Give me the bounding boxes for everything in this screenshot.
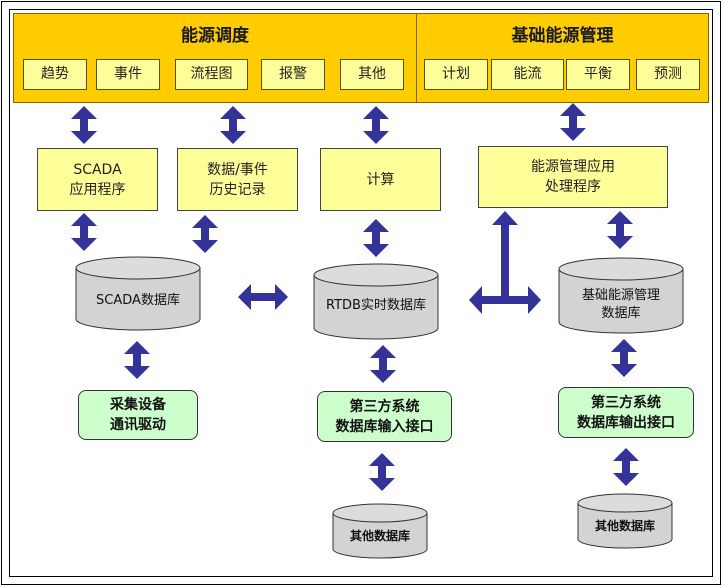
double-arrow-icon bbox=[611, 339, 637, 377]
history-box: 数据/事件 历史记录 bbox=[177, 148, 298, 211]
tab-energy-flow[interactable]: 能流 bbox=[491, 59, 564, 90]
basic-db-cylinder: 基础能源管理 数据库 bbox=[558, 257, 684, 335]
tab-event[interactable]: 事件 bbox=[96, 59, 160, 90]
cylinder-shape bbox=[332, 503, 428, 559]
cylinder-shape bbox=[558, 257, 684, 334]
double-arrow-icon bbox=[71, 213, 97, 251]
double-arrow-icon bbox=[607, 211, 633, 249]
cylinder-shape bbox=[313, 263, 439, 340]
tab-forecast[interactable]: 预测 bbox=[636, 59, 700, 90]
energy-dispatch-title: 能源调度 bbox=[181, 26, 249, 46]
output-interface-box: 第三方系统 数据库输出接口 bbox=[558, 387, 694, 438]
rtdb-label: RTDB实时数据库 bbox=[326, 298, 426, 313]
scada-app-box: SCADA 应用程序 bbox=[37, 148, 158, 211]
double-arrow-icon bbox=[192, 215, 218, 253]
double-arrow-icon bbox=[369, 453, 395, 491]
other-db-1-label: 其他数据库 bbox=[349, 529, 410, 543]
double-arrow-icon bbox=[363, 106, 389, 144]
basic-db-label: 基础能源管理 数据库 bbox=[581, 288, 660, 321]
double-arrow-icon bbox=[370, 345, 396, 383]
tab-plan[interactable]: 计划 bbox=[424, 59, 488, 90]
other-db-1-cylinder: 其他数据库 bbox=[332, 503, 428, 559]
tab-balance[interactable]: 平衡 bbox=[566, 59, 630, 90]
tab-trend[interactable]: 趋势 bbox=[23, 59, 87, 90]
double-arrow-icon bbox=[238, 284, 288, 310]
calc-box: 计算 bbox=[320, 148, 441, 211]
rtdb-cylinder: RTDB实时数据库 bbox=[313, 263, 439, 341]
cylinder-shape bbox=[75, 256, 201, 331]
double-arrow-icon bbox=[71, 106, 97, 144]
double-arrow-icon bbox=[220, 106, 246, 144]
other-db-2-label: 其他数据库 bbox=[594, 519, 655, 533]
scada-db-label: SCADA数据库 bbox=[96, 293, 180, 308]
basic-energy-mgmt-title: 基础能源管理 bbox=[511, 26, 614, 46]
double-arrow-icon bbox=[560, 103, 586, 141]
tab-other[interactable]: 其他 bbox=[340, 59, 404, 90]
other-db-2-cylinder: 其他数据库 bbox=[577, 493, 673, 549]
double-arrow-icon bbox=[363, 219, 389, 257]
t-arrow-icon bbox=[469, 211, 541, 314]
tab-flowchart[interactable]: 流程图 bbox=[175, 59, 248, 90]
collector-driver-box: 采集设备 通讯驱动 bbox=[78, 390, 198, 440]
cylinder-shape bbox=[577, 493, 673, 549]
scada-db-cylinder: SCADA数据库 bbox=[75, 256, 201, 332]
energy-app-box: 能源管理应用 处理程序 bbox=[478, 146, 668, 208]
input-interface-box: 第三方系统 数据库输入接口 bbox=[317, 391, 452, 442]
tab-alarm[interactable]: 报警 bbox=[261, 59, 325, 90]
double-arrow-icon bbox=[613, 448, 639, 486]
double-arrow-icon bbox=[124, 341, 150, 379]
